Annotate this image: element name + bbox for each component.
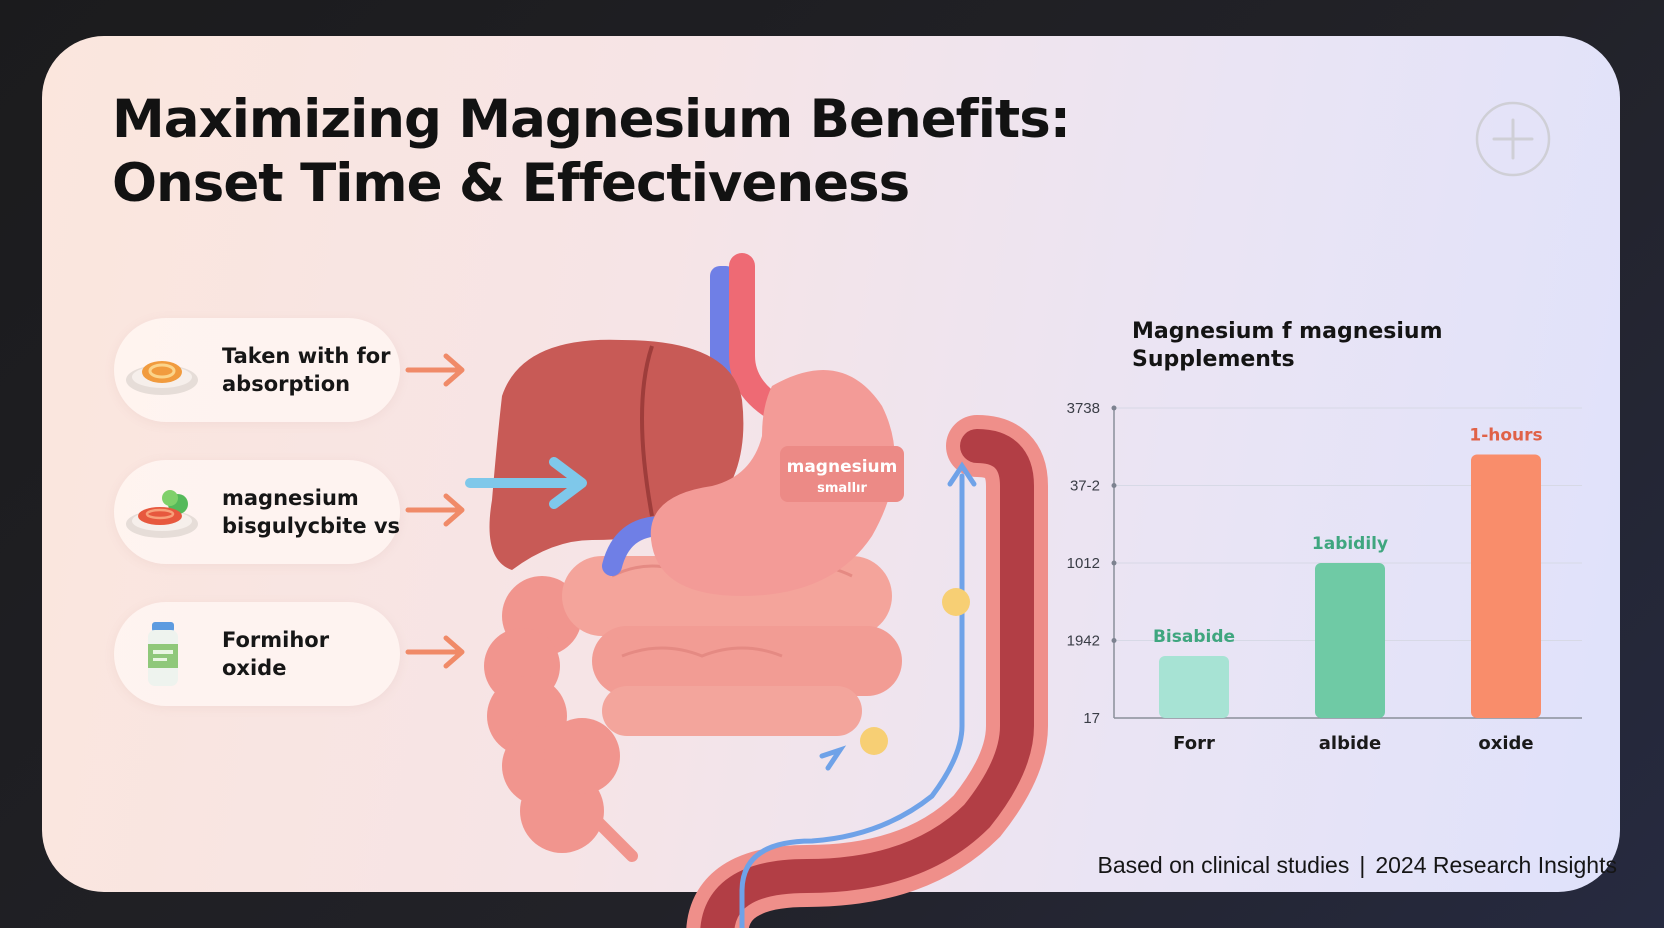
pill-line-1: Formihor: [222, 628, 330, 652]
bar-value-label: 1-hours: [1469, 426, 1542, 446]
chart-title-line-2: Supplements: [1132, 347, 1295, 372]
x-tick-label: albide: [1319, 733, 1381, 754]
footer-right: 2024 Research Insights: [1375, 852, 1617, 878]
x-tick-label: Forr: [1173, 733, 1215, 754]
magnesium-particle: [942, 588, 970, 616]
pill-oxide: Formihor oxide: [114, 602, 400, 706]
footer-left: Based on clinical studies: [1097, 852, 1350, 878]
pill-line-2: absorption: [222, 372, 351, 396]
pill-text: Formihor oxide: [222, 626, 398, 682]
y-tick-label: 3738: [1067, 400, 1100, 417]
y-tick-labels: 17 1942 1012 37-2 3738: [1067, 400, 1117, 727]
digestive-system-illustration: magnesium smallır: [465, 253, 1048, 928]
x-tick-labels: Forr albide oxide: [1173, 733, 1533, 754]
magnesium-particle: [860, 727, 888, 755]
bar: [1471, 454, 1541, 718]
stomach-label-line-1: magnesium: [787, 457, 898, 477]
y-tick-mark: [1111, 483, 1117, 488]
arrow-right-icon: [405, 493, 465, 527]
arrow-right-icon: [405, 353, 465, 387]
arrow-right-icon: [405, 635, 465, 669]
stomach: [650, 370, 895, 596]
y-tick-label: 1942: [1067, 633, 1100, 650]
vegetable-plate-icon: [126, 490, 198, 538]
page-title: Maximizing Magnesium Benefits: Onset Tim…: [112, 88, 1071, 216]
y-tick-label: 37-2: [1070, 478, 1100, 495]
footer-source: Based on clinical studies | 2024 Research …: [1062, 852, 1617, 879]
pill-line-1: magnesium: [222, 486, 359, 510]
y-tick-mark: [1111, 560, 1117, 566]
bar: [1159, 656, 1229, 718]
footer-separator: |: [1359, 852, 1366, 878]
infographic-card: Maximizing Magnesium Benefits: Onset Tim…: [42, 36, 1620, 928]
y-tick-mark: [1111, 638, 1117, 643]
bar-value-label: 1abidily: [1312, 534, 1388, 554]
y-tick-label: 1012: [1067, 555, 1100, 572]
y-tick-mark: [1111, 405, 1117, 411]
supplement-bottle-icon: [148, 622, 178, 686]
plus-circle-icon[interactable]: [1472, 98, 1554, 180]
pill-taken-with-food: Taken with for absorption: [114, 318, 400, 422]
title-line-1: Maximizing Magnesium Benefits:: [112, 89, 1071, 150]
food-plate-icon: [126, 361, 198, 395]
pill-bisglycinate: magnesium bisgulycbite vs: [114, 460, 400, 564]
pill-line-2: oxide: [222, 656, 287, 680]
pill-line-2: bisgulycbite vs: [222, 514, 401, 538]
title-line-2: Onset Time & Effectiveness: [112, 153, 910, 214]
chart-title: Magnesium f magnesium Supplements: [1132, 318, 1443, 374]
stomach-label-line-2: smallır: [817, 481, 867, 496]
y-tick-label: 17: [1083, 710, 1100, 727]
pill-text: Taken with for absorption: [222, 342, 398, 398]
chart-title-line-1: Magnesium f magnesium: [1132, 319, 1443, 344]
bar-value-label: Bisabide: [1153, 627, 1235, 647]
x-tick-label: oxide: [1478, 733, 1533, 754]
bar-chart: 17 1942 1012 37-2 3738 Bisabide 1abidily 1-hou…: [1067, 400, 1582, 754]
large-intestine: [484, 576, 620, 853]
artery: [729, 253, 785, 419]
pill-line-1: Taken with for: [222, 344, 391, 368]
pill-text: magnesium bisgulycbite vs: [222, 484, 401, 540]
bars: Bisabide 1abidily 1-hours: [1153, 426, 1543, 718]
bar: [1315, 563, 1385, 718]
